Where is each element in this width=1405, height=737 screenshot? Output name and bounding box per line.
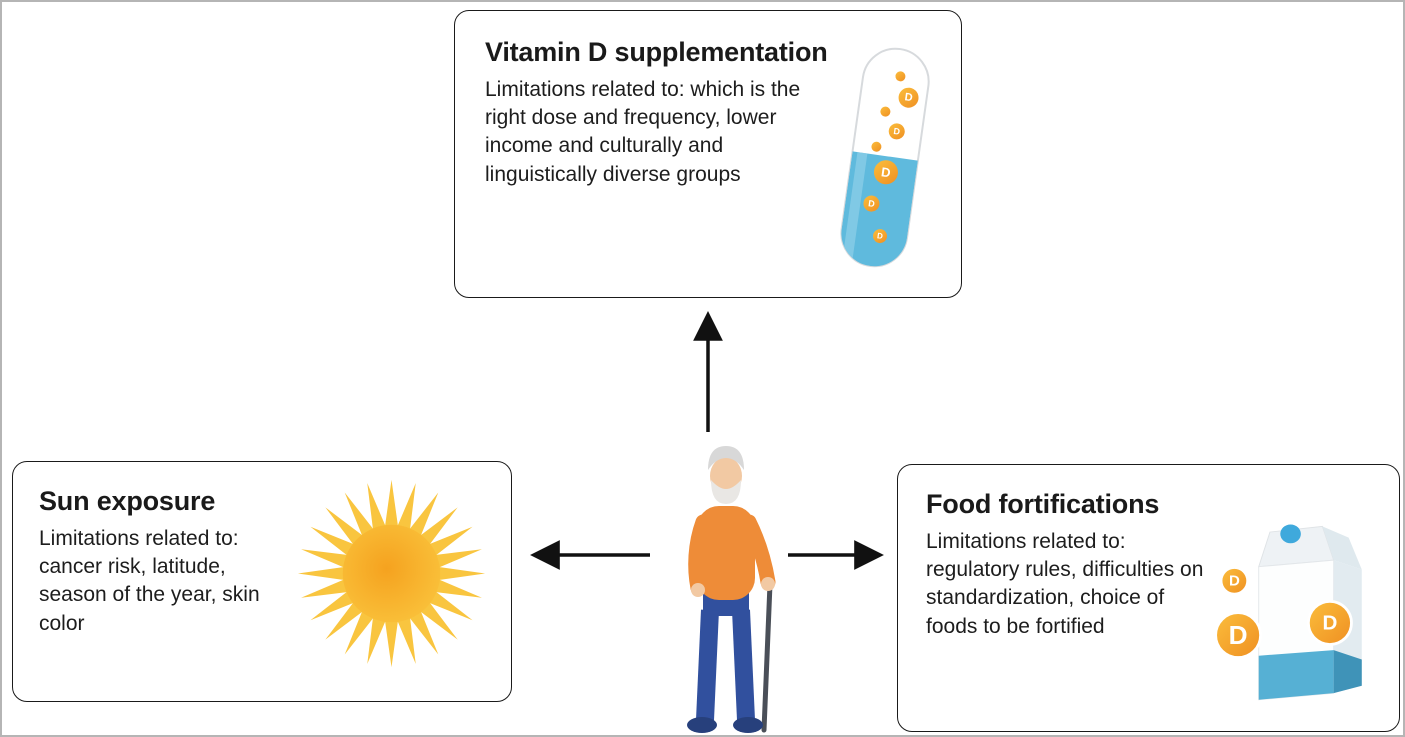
node-body: Limitations related to: which is the rig… (485, 78, 801, 186)
vitamin-d-letter: D (880, 164, 891, 180)
node-title: Food fortifications (926, 489, 1160, 519)
sun-icon (297, 479, 485, 667)
node-title: Vitamin D supplementation (485, 37, 828, 67)
vitamin-d-letter: D (904, 91, 914, 104)
center-figure (650, 432, 802, 735)
vitamin-d-letter: D (877, 231, 884, 241)
node-vitamin-d-supplementation: Vitamin D supplementation Limitations re… (454, 10, 962, 298)
elderly-man-figure (687, 446, 776, 733)
node-text-block: Food fortifications Limitations related … (926, 489, 1209, 641)
node-body: Limitations related to: cancer risk, lat… (39, 527, 260, 635)
vitamin-d-letter: D (1229, 620, 1248, 650)
milk-carton-icon: D D D (1214, 524, 1362, 700)
vitamin-capsule-icon: D D D D D (837, 47, 930, 271)
icon-column: D D D (1209, 489, 1389, 709)
vitamin-d-letter: D (1322, 611, 1337, 634)
node-sun-exposure: Sun exposure Limitations related to: can… (12, 461, 512, 702)
node-body: Limitations related to: regulatory rules… (926, 530, 1204, 638)
vitamin-d-letter: D (893, 125, 901, 136)
node-title: Sun exposure (39, 486, 216, 516)
icon-column (291, 478, 491, 668)
icon-column: D D D D D (830, 37, 940, 277)
vitamin-d-letter: D (1229, 572, 1240, 589)
node-food-fortifications: Food fortifications Limitations related … (897, 464, 1400, 732)
node-text-block: Sun exposure Limitations related to: can… (39, 486, 291, 638)
node-text-block: Vitamin D supplementation Limitations re… (485, 37, 830, 189)
vitamin-d-letter: D (868, 198, 876, 209)
